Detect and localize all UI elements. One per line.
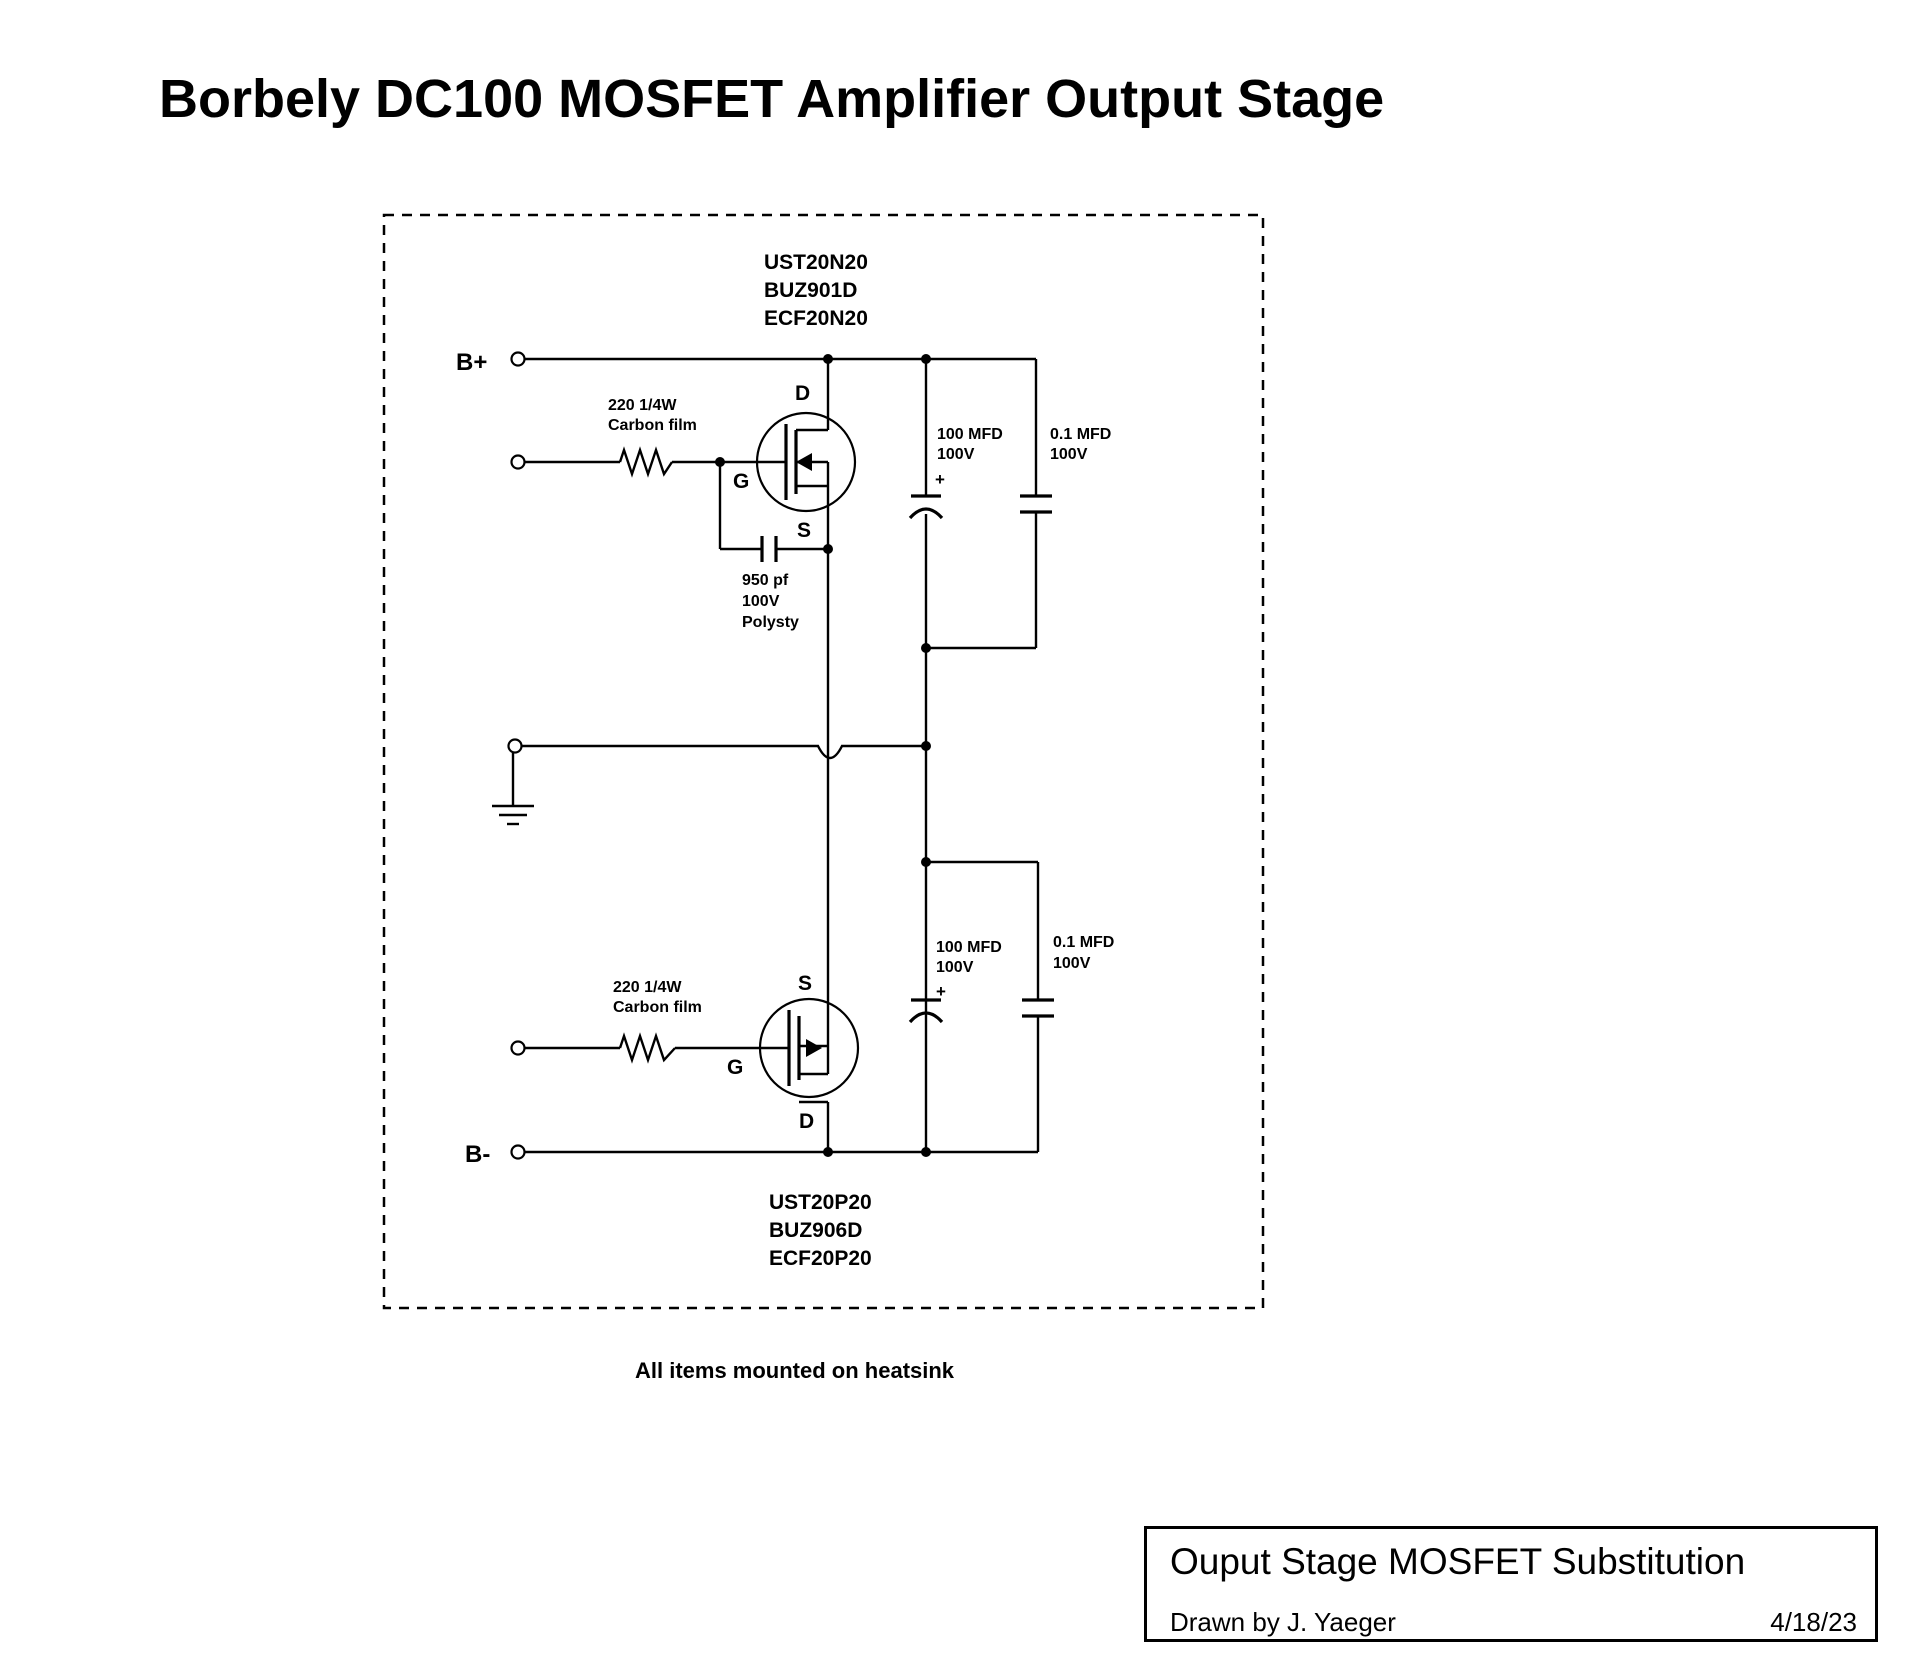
film-cap-bottom — [1022, 998, 1054, 1018]
film-bottom-value: 0.1 MFD — [1053, 934, 1114, 951]
gs-cap-value: 950 pf — [742, 572, 789, 589]
gs-cap-voltage: 100V — [742, 593, 780, 610]
film-cap-top — [1020, 494, 1052, 514]
top-source-label: S — [797, 519, 811, 542]
mosfet-bottom-p-channel — [758, 997, 860, 1104]
film-bottom-voltage: 100V — [1053, 955, 1091, 972]
title-block: Ouput Stage MOSFET Substitution Drawn by… — [1144, 1526, 1878, 1642]
film-top-voltage: 100V — [1050, 446, 1088, 463]
terminal-b-plus — [510, 351, 526, 367]
electrolytic-cap-bottom — [908, 998, 944, 1024]
top-gate-label: G — [733, 470, 749, 493]
bottom-part-1: UST20P20 — [769, 1191, 872, 1214]
heatsink-note: All items mounted on heatsink — [635, 1358, 955, 1383]
top-drain-label: D — [795, 382, 810, 405]
elec-bottom-polarity: + — [936, 982, 946, 1001]
resistor-top-type: Carbon film — [608, 417, 697, 434]
bottom-gate-label: G — [727, 1056, 743, 1079]
elec-top-voltage: 100V — [937, 446, 975, 463]
wiring — [492, 357, 1040, 1154]
gate-resistor-bottom — [618, 1032, 676, 1064]
page-title: Borbely DC100 MOSFET Amplifier Output St… — [159, 69, 1385, 129]
terminal-b-minus — [510, 1144, 526, 1160]
top-part-1: UST20N20 — [764, 251, 868, 274]
elec-bottom-value: 100 MFD — [936, 939, 1002, 956]
electrolytic-cap-top — [908, 494, 944, 520]
junction-dots — [715, 354, 931, 1157]
terminal-ground — [507, 738, 523, 754]
resistor-top-value: 220 1/4W — [608, 397, 677, 414]
gate-source-capacitor — [760, 536, 778, 562]
b-minus-label: B- — [465, 1141, 490, 1168]
bottom-source-label: S — [798, 972, 812, 995]
gate-resistor-top — [618, 446, 673, 478]
terminal-gate-bottom — [510, 1040, 526, 1056]
terminal-gate-top — [510, 454, 526, 470]
resistor-bottom-type: Carbon film — [613, 999, 702, 1016]
resistor-bottom-value: 220 1/4W — [613, 979, 682, 996]
bottom-part-2: BUZ906D — [769, 1219, 862, 1242]
elec-top-value: 100 MFD — [937, 426, 1003, 443]
mosfet-top-n-channel — [755, 411, 857, 513]
drawing-name: Ouput Stage MOSFET Substitution — [1170, 1541, 1746, 1582]
b-plus-label: B+ — [456, 349, 487, 376]
heatsink-boundary — [382, 213, 1265, 1310]
elec-bottom-voltage: 100V — [936, 959, 974, 976]
gs-cap-type: Polysty — [742, 614, 799, 631]
bottom-drain-label: D — [799, 1110, 814, 1133]
film-top-value: 0.1 MFD — [1050, 426, 1111, 443]
elec-top-polarity: + — [935, 470, 945, 489]
top-part-3: ECF20N20 — [764, 307, 868, 330]
bottom-part-3: ECF20P20 — [769, 1247, 872, 1270]
drawn-by: Drawn by J. Yaeger — [1170, 1607, 1396, 1637]
top-part-2: BUZ901D — [764, 279, 857, 302]
drawing-date: 4/18/23 — [1770, 1607, 1857, 1637]
